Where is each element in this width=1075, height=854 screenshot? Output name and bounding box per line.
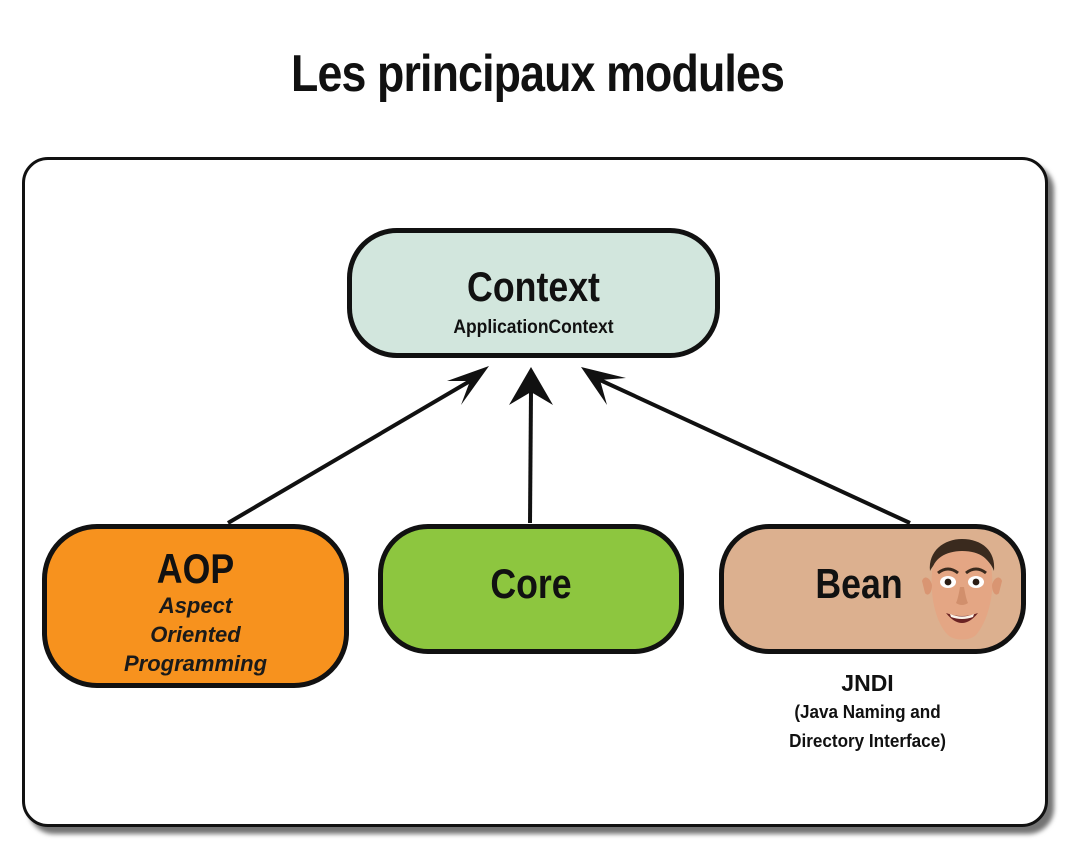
context-subtitle: ApplicationContext xyxy=(453,317,614,338)
jndi-title: JNDI xyxy=(841,670,894,696)
aop-subtitle-line: Oriented xyxy=(150,622,241,647)
core-title: Core xyxy=(490,560,572,607)
jndi-description-line: Directory Interface) xyxy=(789,731,946,751)
core-module-node: Core xyxy=(378,524,684,654)
bean-title: Bean xyxy=(815,560,903,607)
bean-module-node: Bean xyxy=(719,524,1026,654)
aop-module-node: AOP Aspect Oriented Programming xyxy=(42,524,349,688)
diagram-title: Les principaux modules xyxy=(290,45,785,103)
aop-subtitle-line: Aspect xyxy=(158,593,233,618)
context-title: Context xyxy=(467,263,600,310)
face-photo-icon xyxy=(922,539,1002,640)
aop-title: AOP xyxy=(156,545,235,592)
jndi-description-line: (Java Naming and xyxy=(794,702,941,722)
jndi-annotation: JNDI (Java Naming and Directory Interfac… xyxy=(760,668,975,756)
aop-subtitle-line: Programming xyxy=(123,651,268,676)
context-module-node: Context ApplicationContext xyxy=(347,228,720,358)
